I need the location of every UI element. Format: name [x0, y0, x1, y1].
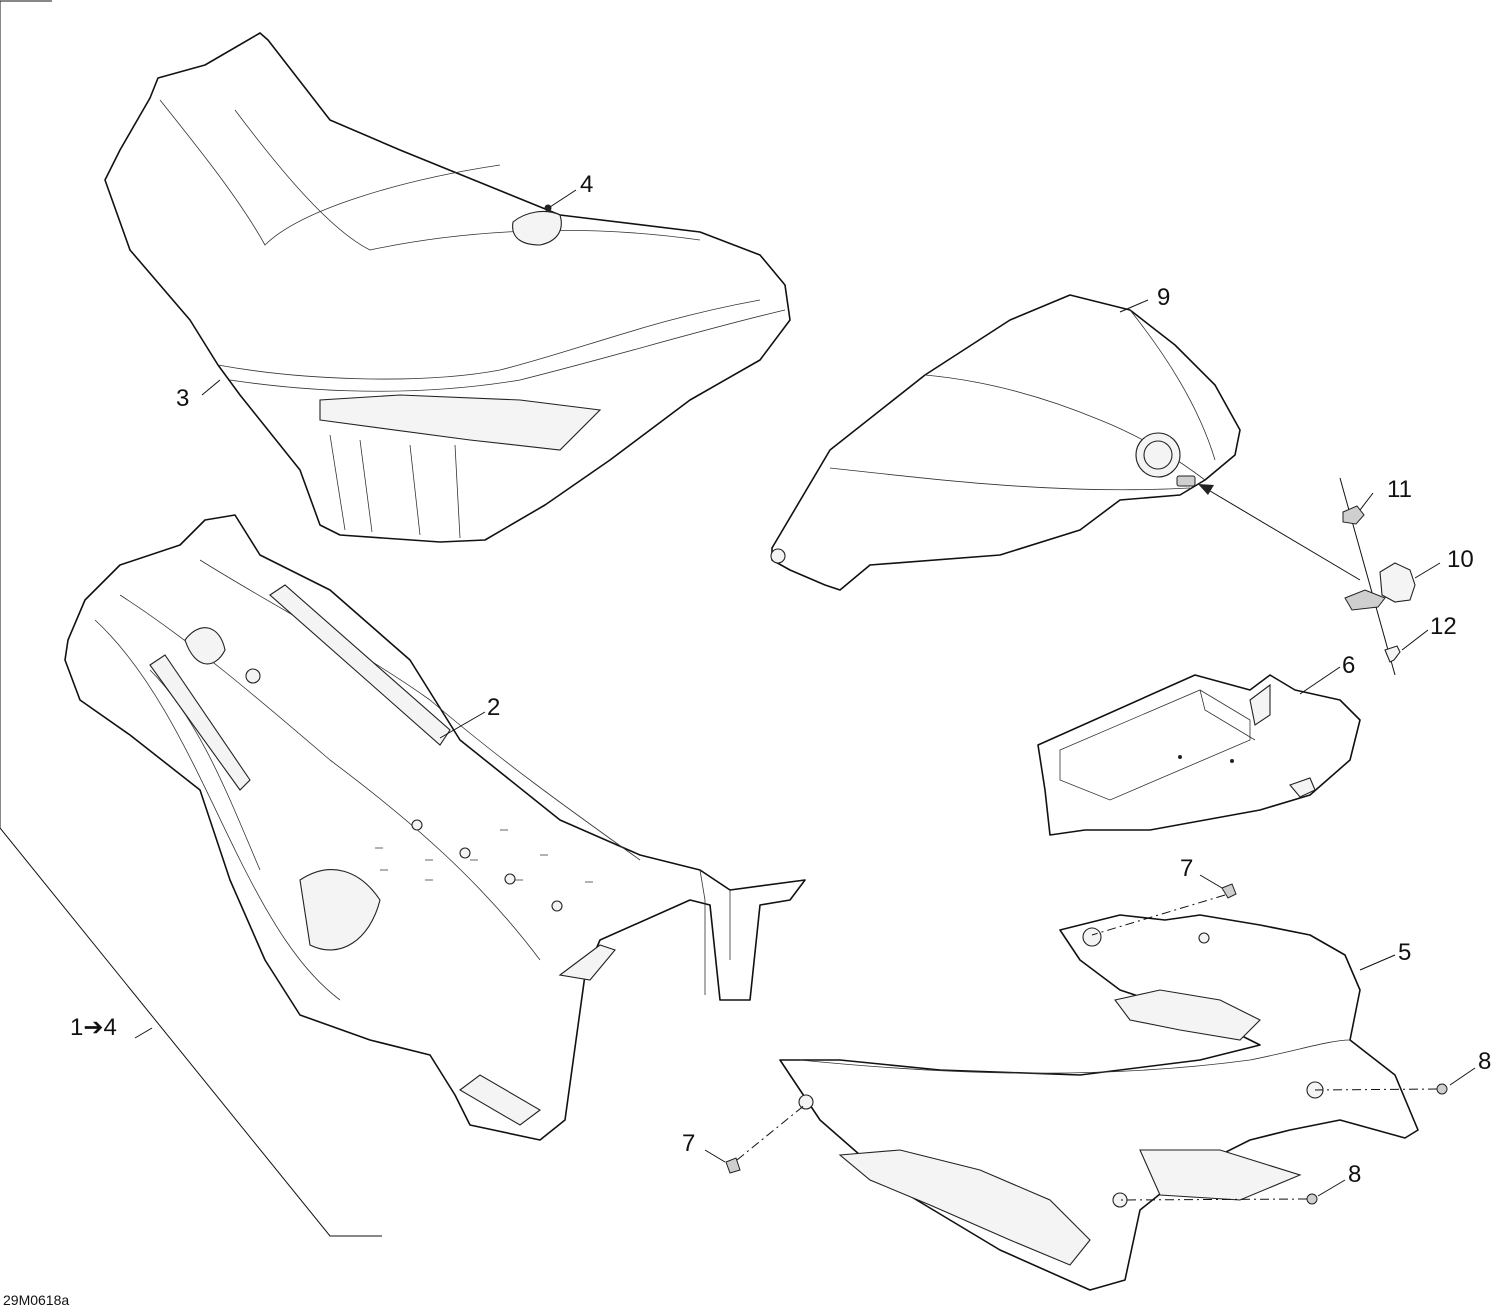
callout-6: 6: [1342, 652, 1356, 679]
storage-tray-part: [1037, 674, 1361, 836]
leader-lines: [134, 189, 1476, 1197]
drawing-code: 29M0618a: [3, 1292, 70, 1308]
callout-5: 5: [1398, 939, 1412, 966]
rear-cover-part: [770, 294, 1241, 591]
callout-2: 2: [487, 694, 501, 721]
callout-7-upper: 7: [1180, 855, 1194, 882]
latch-hardware: [1198, 477, 1416, 676]
assembly-bracket: [0, 0, 382, 1237]
seat-part: [104, 32, 791, 543]
seat-base-part: [64, 514, 806, 1141]
callout-3: 3: [176, 385, 190, 412]
callout-10: 10: [1447, 546, 1474, 573]
fasteners: [725, 883, 1448, 1205]
callout-7-lower: 7: [682, 1130, 696, 1157]
callout-12: 12: [1430, 613, 1457, 640]
callout-1-4: 1➔4: [70, 1014, 117, 1041]
callout-9: 9: [1157, 284, 1171, 311]
callout-8-lower: 8: [1348, 1161, 1362, 1188]
rear-side-panel-part: [779, 914, 1419, 1291]
callout-8-upper: 8: [1478, 1048, 1492, 1075]
callout-4: 4: [580, 171, 594, 198]
callout-11: 11: [1387, 476, 1412, 503]
